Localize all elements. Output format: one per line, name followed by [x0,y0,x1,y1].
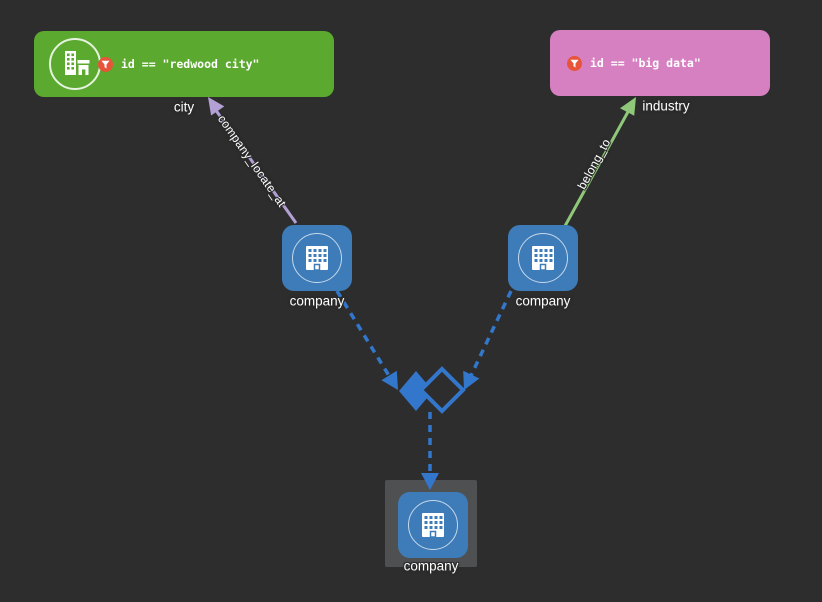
edge-belong-to[interactable] [563,97,636,227]
arrowhead [620,97,636,116]
flow-edge-right[interactable] [463,290,513,390]
filter-node-industry[interactable]: id == "big data" [550,30,770,96]
arrowhead [421,473,439,490]
city-buildings-icon [49,38,101,90]
vertex-node-company-right[interactable] [508,225,578,291]
edge-company-locate-at[interactable] [208,97,298,224]
arrowhead [463,370,480,390]
tag-label-city: city [173,99,195,115]
vertex-label-company-left: company [289,293,345,309]
company-building-icon [518,233,568,283]
vertex-node-company-result[interactable] [398,492,468,558]
flow-edge-left[interactable] [335,290,398,390]
arrowhead [381,370,398,390]
filter-expression: id == "big data" [590,56,701,70]
filter-node-city[interactable]: id == "redwood city" [34,31,334,97]
vertex-node-company-left[interactable] [282,225,352,291]
tag-label-industry: industry [642,98,690,114]
vertex-label-company-result: company [403,558,459,574]
filter-funnel-icon [98,56,113,72]
arrowhead [208,97,225,116]
filter-funnel-icon [567,55,582,71]
filter-expression: id == "redwood city" [121,57,260,71]
vertex-label-company-right: company [515,293,571,309]
company-building-icon [408,500,458,550]
flow-edge-down[interactable] [421,412,439,490]
company-building-icon [292,233,342,283]
intersect-operator-icon[interactable] [399,366,466,414]
